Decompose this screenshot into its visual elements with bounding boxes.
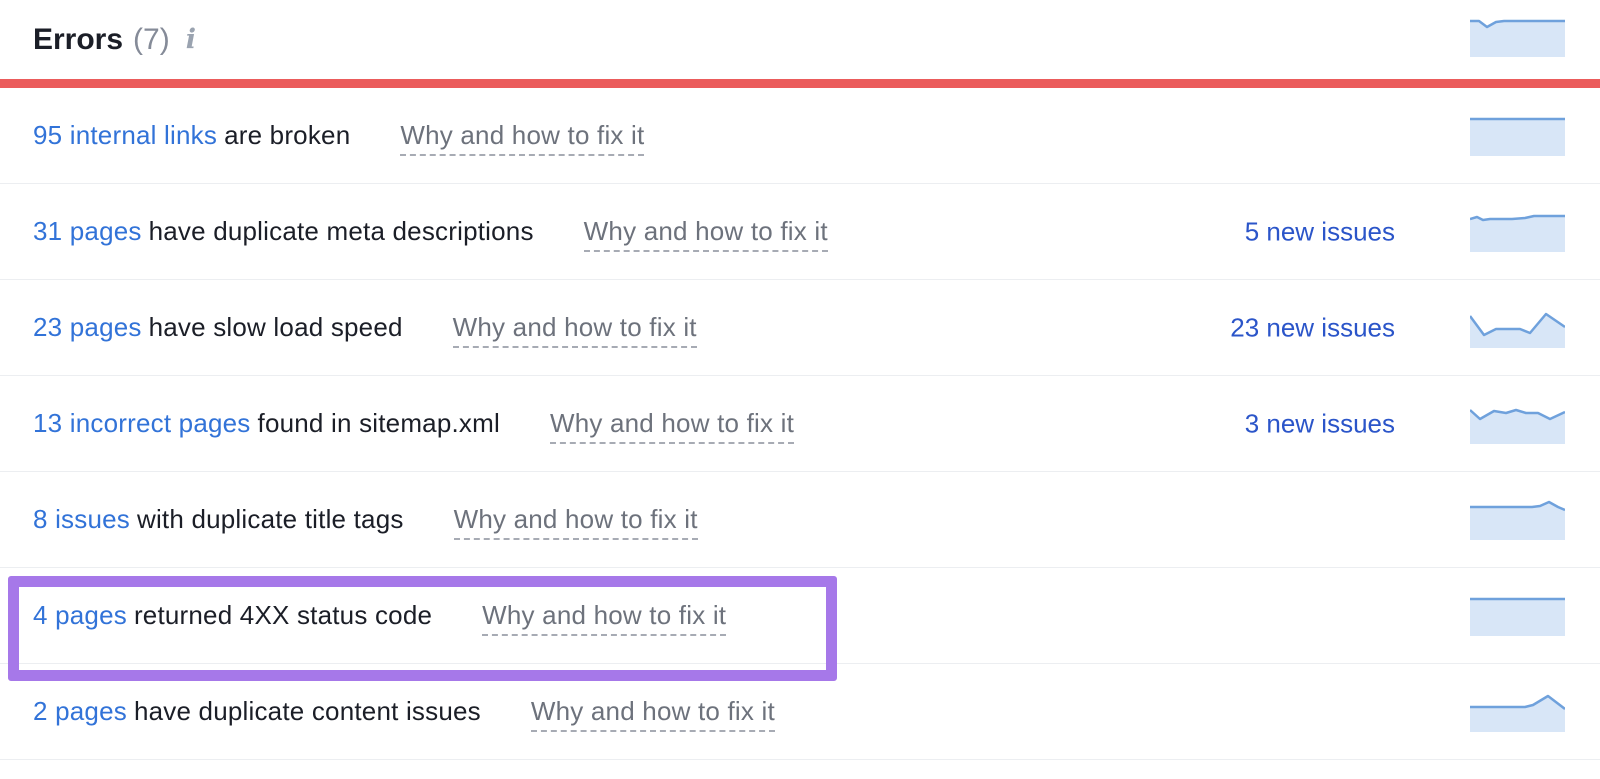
issue-trend-sparkline[interactable] bbox=[1470, 404, 1565, 444]
issue-count-link[interactable]: 4 pages bbox=[33, 600, 127, 630]
issue-count-link[interactable]: 8 issues bbox=[33, 504, 130, 534]
issue-count-link[interactable]: 95 internal links bbox=[33, 120, 218, 150]
issue-description: are broken bbox=[224, 120, 351, 150]
errors-header: Errors (7) i bbox=[0, 0, 1600, 79]
issue-count: (7) bbox=[133, 22, 170, 56]
issue-description: found in sitemap.xml bbox=[257, 408, 500, 438]
why-fix-link[interactable]: Why and how to fix it bbox=[530, 696, 775, 732]
issue-trend-sparkline[interactable] bbox=[1470, 116, 1565, 156]
issue-trend-sparkline[interactable] bbox=[1470, 596, 1565, 636]
why-fix-link[interactable]: Why and how to fix it bbox=[583, 216, 828, 252]
why-fix-link[interactable]: Why and how to fix it bbox=[453, 504, 698, 540]
issue-trend-sparkline[interactable] bbox=[1470, 308, 1565, 348]
new-issues-link[interactable]: 3 new issues bbox=[1244, 408, 1395, 438]
issue-count-link[interactable]: 31 pages bbox=[33, 216, 142, 246]
issue-description: have duplicate meta descriptions bbox=[148, 216, 534, 246]
issue-trend-sparkline[interactable] bbox=[1470, 212, 1565, 252]
issue-count-link[interactable]: 2 pages bbox=[33, 696, 127, 726]
why-fix-link[interactable]: Why and how to fix it bbox=[482, 600, 727, 636]
new-issues-link[interactable]: 5 new issues bbox=[1244, 216, 1395, 246]
issue-trend-sparkline[interactable] bbox=[1470, 692, 1565, 732]
errors-severity-bar bbox=[0, 79, 1600, 88]
issue-count-link[interactable]: 13 incorrect pages bbox=[33, 408, 251, 438]
issue-description: have duplicate content issues bbox=[133, 696, 481, 726]
section-title: Errors bbox=[33, 22, 124, 56]
issue-description: returned 4XX status code bbox=[133, 600, 433, 630]
issue-count-link[interactable]: 23 pages bbox=[33, 312, 142, 342]
why-fix-link[interactable]: Why and how to fix it bbox=[400, 120, 645, 156]
why-fix-link[interactable]: Why and how to fix it bbox=[452, 312, 697, 348]
new-issues-link[interactable]: 23 new issues bbox=[1230, 312, 1395, 342]
issue-description: with duplicate title tags bbox=[136, 504, 404, 534]
info-icon[interactable]: i bbox=[185, 24, 196, 55]
why-fix-link[interactable]: Why and how to fix it bbox=[549, 408, 795, 444]
issue-trend-sparkline[interactable] bbox=[1470, 500, 1565, 540]
issue-description: have slow load speed bbox=[148, 312, 403, 342]
errors-trend-sparkline[interactable] bbox=[1470, 17, 1565, 57]
